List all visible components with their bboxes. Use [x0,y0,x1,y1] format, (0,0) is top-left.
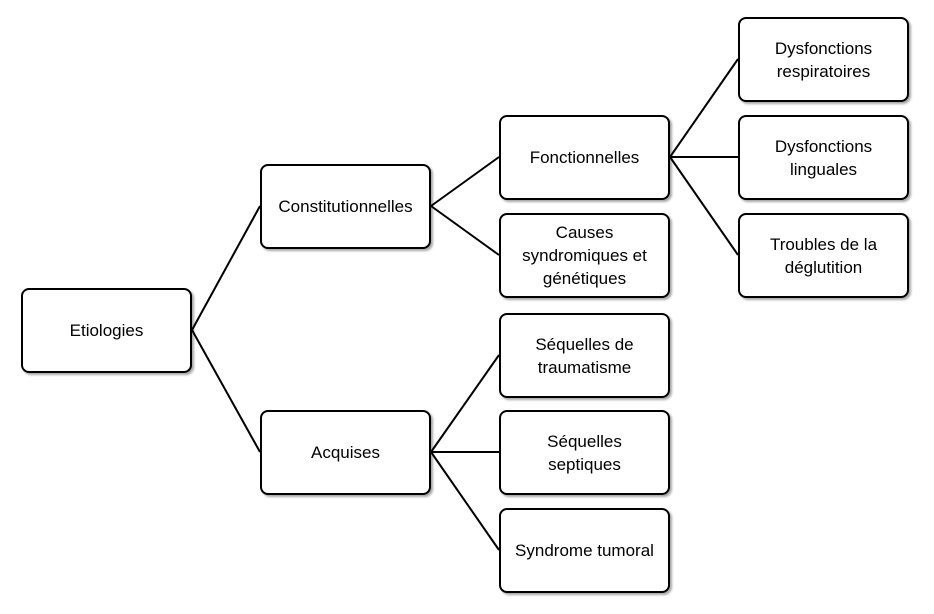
node-label: Causes syndromiques et génétiques [522,223,647,288]
node-label: Constitutionnelles [278,197,413,216]
node-etiologies: Etiologies [21,288,192,373]
node-fonctionnelles: Fonctionnelles [499,115,670,200]
edge-acquises-syndrome-tumoral [430,451,500,551]
node-label: Acquises [311,443,380,462]
node-label: Troubles de la déglutition [769,234,878,277]
node-label: Etiologies [69,321,144,340]
edge-acquises-sequelles-traumatisme [430,354,500,453]
node-label: Séquelles de traumatisme [535,334,634,377]
node-constitutionnelles: Constitutionnelles [260,164,431,249]
node-syndrome-tumoral: Syndrome tumoral [499,508,670,593]
node-label: Séquelles septiques [547,431,622,474]
node-troubles-deglutition: Troubles de la déglutition [738,213,909,298]
node-dysfonctions-respiratoires: Dysfonctions respiratoires [738,17,909,102]
node-label: Syndrome tumoral [515,541,654,560]
node-label: Fonctionnelles [529,148,640,167]
edge-constitutionnelles-fonctionnelles [430,156,500,207]
edge-etiologies-acquises [191,329,261,453]
node-sequelles-septiques: Séquelles septiques [499,410,670,495]
node-acquises: Acquises [260,410,431,495]
edge-etiologies-constitutionnelles [191,205,261,331]
edge-fonctionnelles-dysfonctions-respiratoires [669,58,739,158]
edge-fonctionnelles-troubles-deglutition [669,156,739,256]
node-dysfonctions-linguales: Dysfonctions linguales [738,115,909,200]
edge-constitutionnelles-causes [430,205,500,256]
node-label: Dysfonctions respiratoires [774,38,873,81]
node-causes-syndromiques: Causes syndromiques et génétiques [499,213,670,298]
node-label: Dysfonctions linguales [774,136,873,179]
node-sequelles-traumatisme: Séquelles de traumatisme [499,313,670,398]
